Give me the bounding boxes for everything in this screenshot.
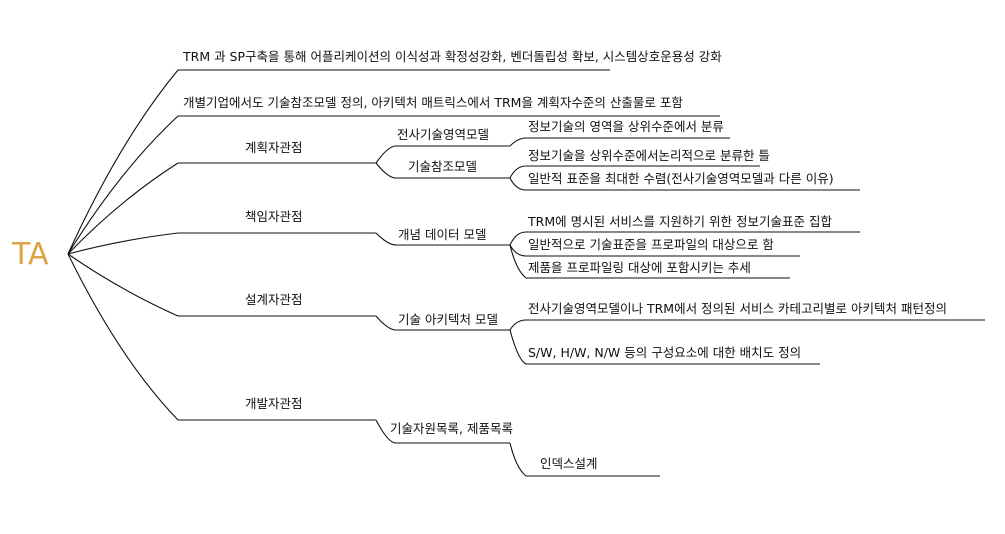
node-owner-c0: 개념 데이터 모델: [398, 227, 487, 242]
node-dev-c0: 기술자원목록, 제품목록: [390, 421, 513, 436]
edge-b0: [67, 69, 610, 255]
node-owner-c0-d0: TRM에 명시된 서비스를 지원하기 위한 정보기술표준 집합: [528, 214, 832, 229]
node-design-c0: 기술 아키텍처 모델: [398, 312, 498, 327]
node-b1: 개별기업에서도 기술참조모델 정의, 아키텍처 매트릭스에서 TRM을 계획자수…: [183, 95, 683, 110]
node-design-c0-d1: S/W, H/W, N/W 등의 구성요소에 대한 배치도 정의: [528, 345, 802, 360]
edge-design-c0-d0: [509, 319, 985, 331]
node-owner-c0-d2: 제품을 프로파일링 대상에 포함시키는 추세: [528, 260, 751, 275]
edge-plan-c1-d1: [509, 177, 860, 191]
root-node-label: TA: [12, 237, 49, 272]
node-b0: TRM 과 SP구축을 통해 어플리케이션의 이식성과 확정성강화, 벤더돌립성…: [183, 49, 722, 64]
node-plan: 계획자관점: [245, 140, 303, 155]
edge-owner-c0: [375, 232, 510, 246]
node-owner: 책임자관점: [245, 209, 303, 224]
node-plan-c1-d1: 일반적 표준을 최대한 수렴(전사기술영역모델과 다른 이유): [528, 171, 834, 186]
node-plan-c0: 전사기술영역모델: [397, 127, 490, 142]
node-plan-c1-d0: 정보기술을 상위수준에서논리적으로 분류한 틀: [528, 148, 770, 163]
node-plan-c1: 기술참조모델: [408, 159, 478, 174]
edge-design: [67, 253, 376, 317]
edge-plan-c0-d0: [509, 137, 730, 147]
edge-plan-c0: [375, 145, 510, 164]
edge-owner: [67, 232, 376, 255]
edge-dev-c0-d0: [509, 442, 660, 477]
edge-design-c0-d1: [509, 329, 820, 365]
node-dev: 개발자관점: [245, 396, 303, 411]
edge-plan-c1-d0: [509, 165, 760, 179]
edge-owner-c0-d0: [509, 231, 860, 246]
edge-design-c0: [375, 315, 510, 331]
node-design-c0-d0: 전사기술영역모델이나 TRM에서 정의된 서비스 카테고리별로 아키텍처 패턴정…: [528, 301, 947, 316]
edge-plan-c1: [375, 162, 510, 179]
node-design: 설계자관점: [245, 292, 303, 307]
edge-dev-c0: [375, 419, 510, 444]
edge-b1: [67, 115, 720, 255]
edge-owner-c0-d1: [509, 244, 800, 257]
edge-plan: [67, 162, 376, 255]
node-owner-c0-d1: 일반적으로 기술표준을 프로파일의 대상으로 함: [528, 237, 774, 252]
edge-dev: [67, 253, 376, 421]
node-plan-c0-d0: 정보기술의 영역을 상위수준에서 분류: [528, 119, 724, 134]
edge-owner-c0-d2: [509, 244, 790, 279]
node-dev-c0-d0: 인덱스설계: [540, 456, 598, 471]
